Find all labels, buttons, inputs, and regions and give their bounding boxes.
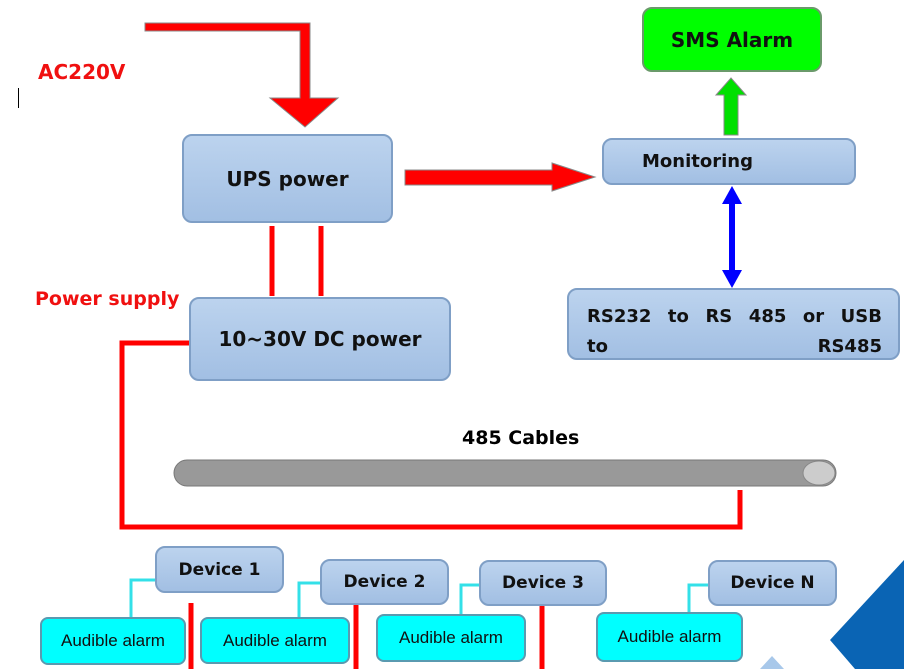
ac220v-label: AC220V: [38, 60, 126, 84]
text-cursor: [18, 88, 19, 108]
audible-alarm-2: Audible alarm: [200, 617, 350, 664]
converter-box: RS232 to RS 485 or USB to RS485: [567, 288, 900, 360]
device-3: Device 3: [479, 560, 607, 606]
monitoring-box: Monitoring: [602, 138, 856, 185]
ups-to-monitoring-arrow: [404, 162, 597, 192]
decor-shape: [830, 560, 904, 669]
485-cable: [173, 459, 837, 487]
audible-alarm-1: Audible alarm: [40, 617, 186, 665]
power-supply-label: Power supply: [35, 288, 180, 310]
sms-alarm-box: SMS Alarm: [642, 7, 822, 72]
link-arrow-down: [722, 270, 742, 288]
device-1: Device 1: [155, 546, 284, 593]
dc-power-box: 10~30V DC power: [189, 297, 451, 381]
audible-alarm-3: Audible alarm: [376, 614, 526, 662]
device-n: Device N: [708, 560, 837, 606]
audible-alarm-n: Audible alarm: [596, 612, 743, 662]
ups-power-box: UPS power: [182, 134, 393, 223]
power-supply-line: [119, 340, 743, 530]
link-arrow-up: [722, 186, 742, 204]
decor-shape-light: [760, 656, 784, 669]
device-2: Device 2: [320, 559, 449, 605]
cables-label: 485 Cables: [462, 427, 580, 449]
monitoring-to-sms-arrow: [714, 77, 748, 136]
ac-input-arrow: [144, 22, 340, 128]
